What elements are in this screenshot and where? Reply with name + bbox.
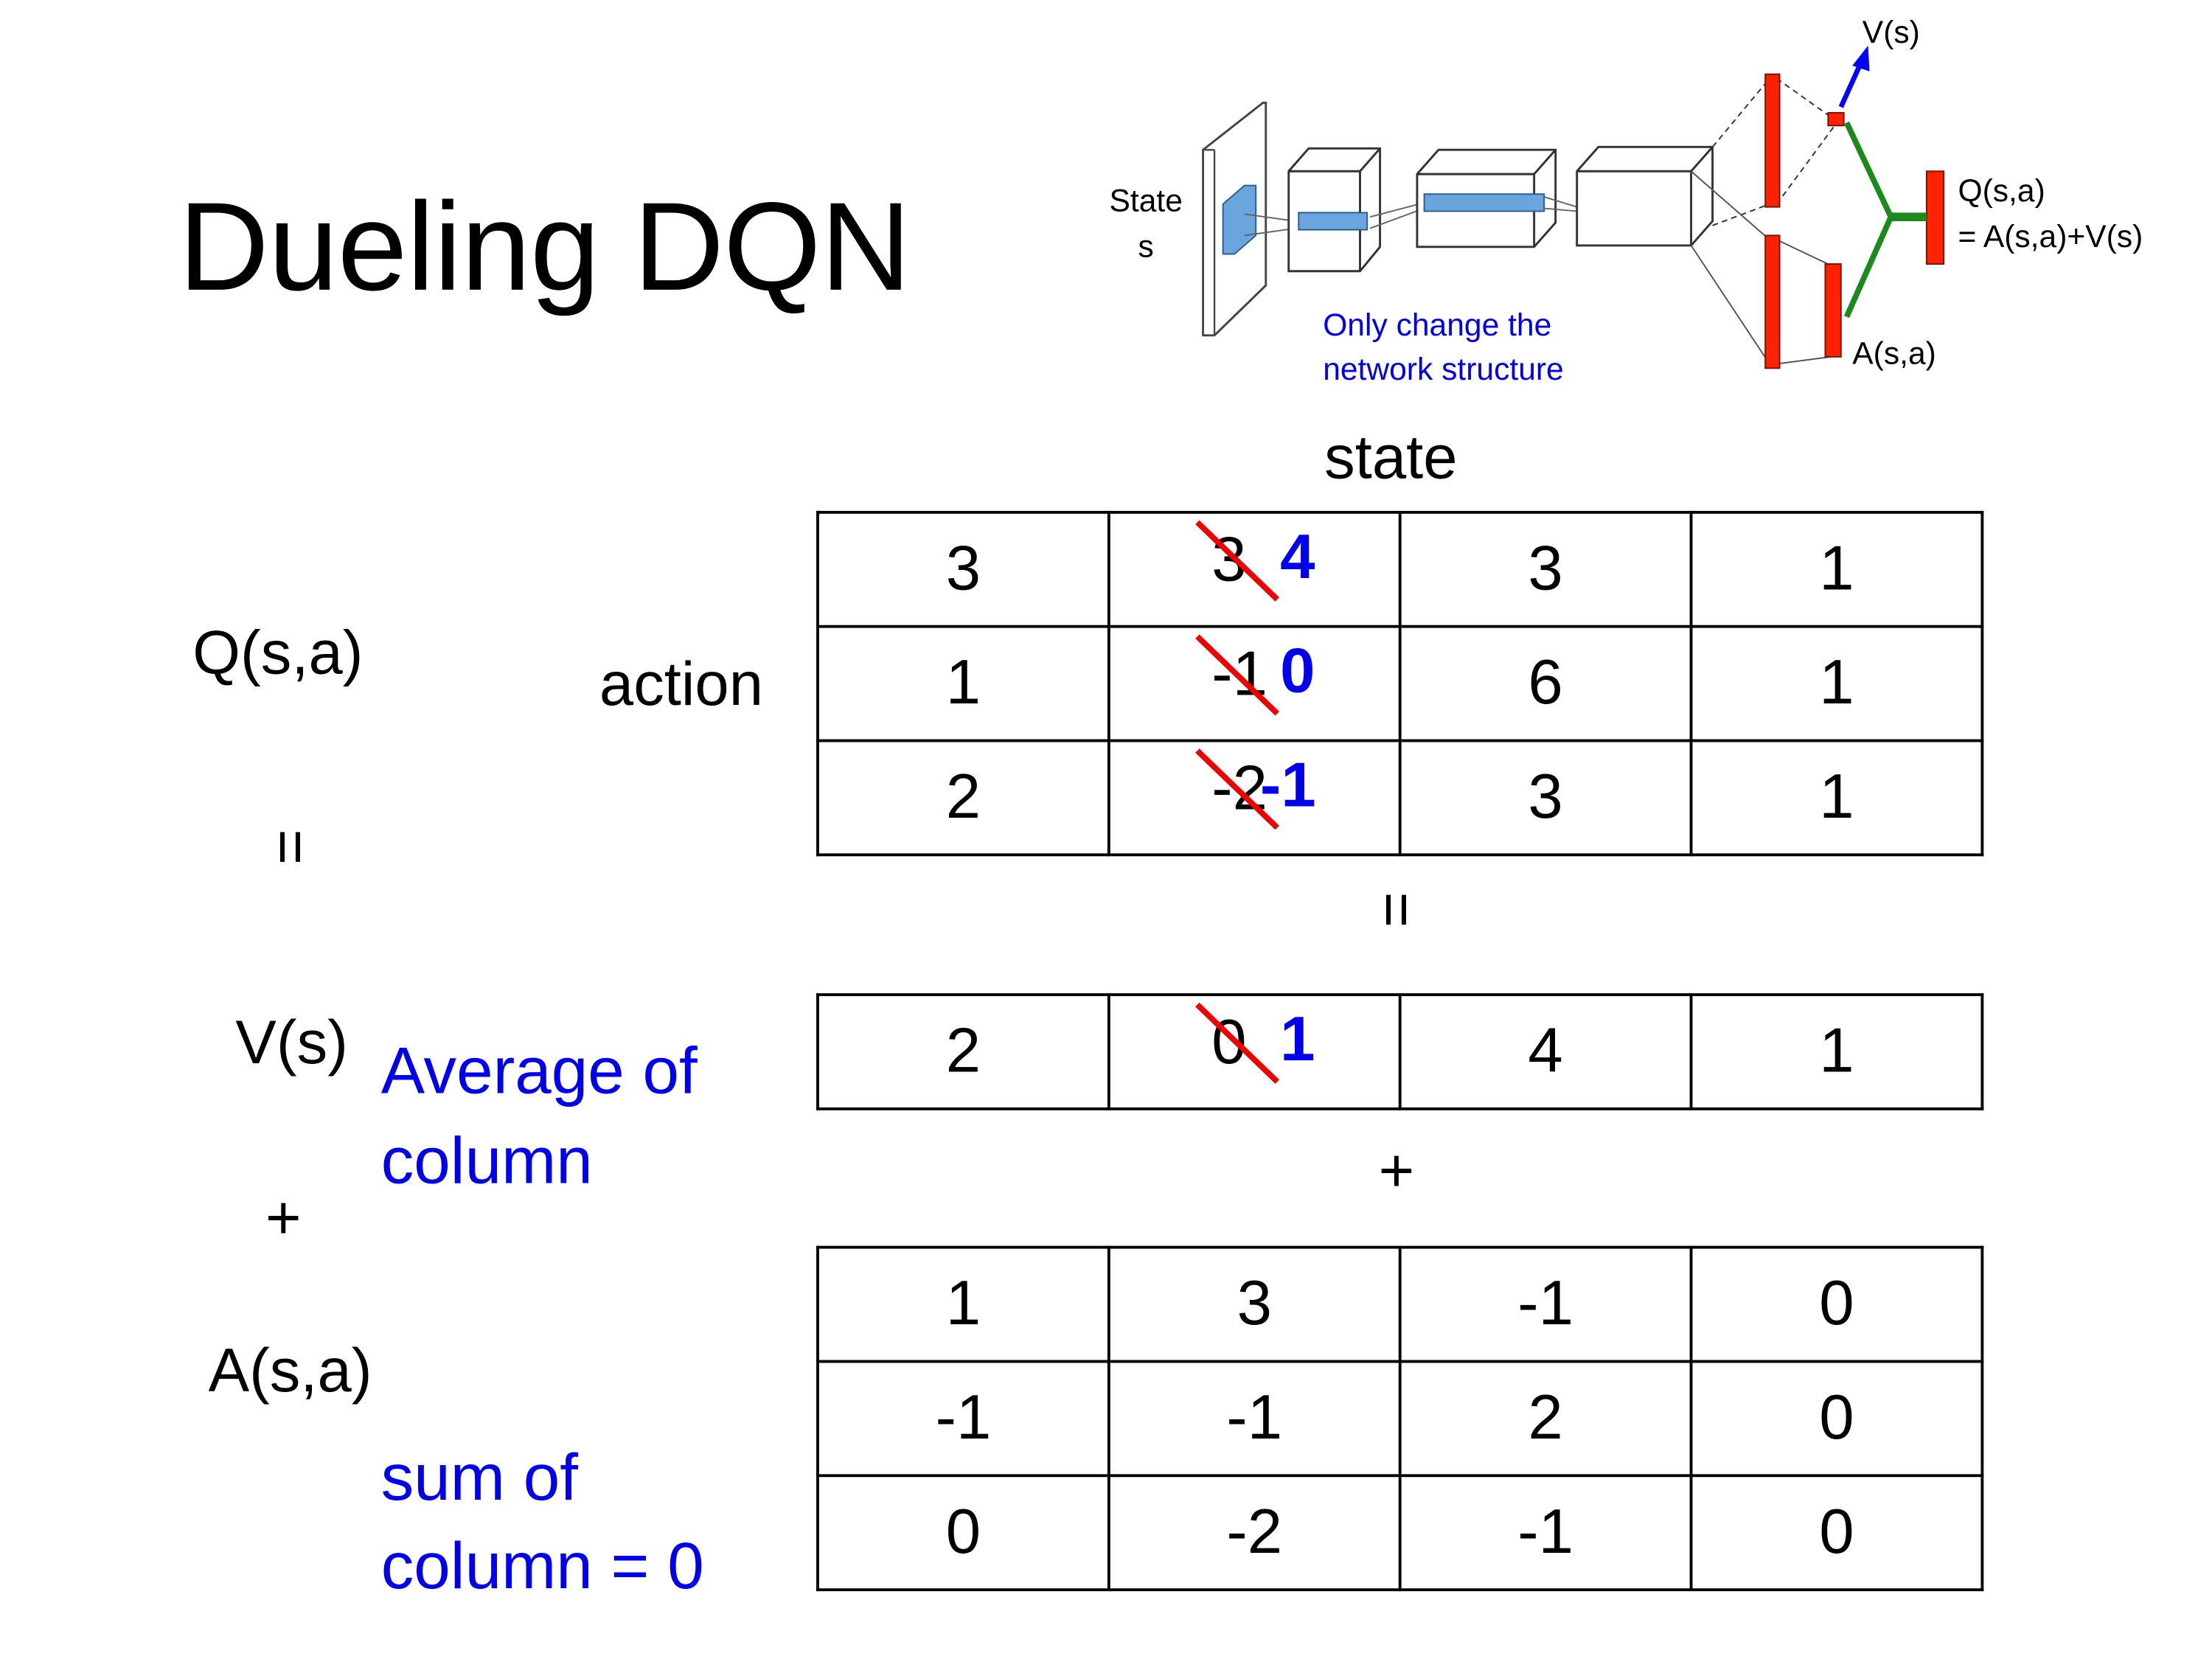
table-cell: 0 bbox=[1689, 1360, 1984, 1478]
conv-layer-3 bbox=[1576, 145, 1714, 247]
new-value: -1 bbox=[1260, 750, 1316, 820]
table-cell: 2 bbox=[1398, 1360, 1693, 1478]
table-cell: 1 bbox=[1689, 510, 1984, 628]
table-cell: 2 bbox=[816, 993, 1110, 1110]
table-cell: -2-1 bbox=[1107, 739, 1402, 857]
table-cell: 6 bbox=[1398, 625, 1693, 742]
merge-lines bbox=[1843, 121, 1927, 319]
strikethrough-mark bbox=[1195, 633, 1279, 715]
diagram-note-line2: network structure bbox=[1323, 352, 1564, 387]
diagram-v-label: V(s) bbox=[1863, 15, 1920, 50]
table-cell: -10 bbox=[1107, 625, 1402, 742]
equals-sign: = bbox=[1361, 891, 1430, 928]
table-cell: -1 bbox=[1398, 1245, 1693, 1363]
new-value: 4 bbox=[1280, 521, 1315, 592]
plus-sign: + bbox=[265, 1184, 302, 1253]
a-label: A(s,a) bbox=[208, 1337, 372, 1406]
average-note-line1: Average of bbox=[380, 1033, 698, 1107]
table-cell: -1 bbox=[1107, 1360, 1402, 1478]
dueling-network-diagram: State s bbox=[1109, 15, 2143, 387]
table-cell: 3 bbox=[1107, 1245, 1402, 1363]
table-cell: -2 bbox=[1107, 1474, 1402, 1592]
table-row: 2 -2-1 31 bbox=[816, 739, 1984, 857]
sum-note-line2: column = 0 bbox=[380, 1528, 704, 1603]
table-cell: 1 bbox=[1689, 739, 1984, 857]
table-cell: 1 bbox=[1689, 993, 1984, 1110]
table-cell: 4 bbox=[1398, 993, 1693, 1110]
conv-layer-1 bbox=[1287, 147, 1382, 273]
old-value: 0 bbox=[1211, 1006, 1247, 1077]
new-value: 0 bbox=[1280, 636, 1315, 706]
advantage-stream-hidden bbox=[1764, 234, 1781, 369]
average-note-line2: column bbox=[380, 1123, 593, 1197]
table-cell: -1 bbox=[816, 1360, 1110, 1478]
plus-sign: + bbox=[1378, 1137, 1415, 1206]
table-cell: 1 bbox=[816, 1245, 1110, 1363]
strikethrough-mark bbox=[1195, 748, 1279, 830]
value-output bbox=[1827, 111, 1845, 127]
v-label: V(s) bbox=[235, 1009, 348, 1078]
slide-title: Dueling DQN bbox=[178, 175, 911, 317]
table-cell: 3 bbox=[1398, 510, 1693, 628]
corrected-value: -2-1 bbox=[1169, 747, 1340, 832]
sum-note-line1: sum of bbox=[380, 1439, 578, 1514]
table-cell: -1 bbox=[1398, 1474, 1693, 1592]
strikethrough-mark bbox=[1195, 519, 1279, 601]
table-cell: 3 bbox=[816, 510, 1110, 628]
diagram-note-line1: Only change the bbox=[1323, 307, 1551, 343]
table-cell: 1 bbox=[1689, 625, 1984, 742]
diagram-state-symbol: s bbox=[1138, 229, 1154, 264]
table-cell: 3 bbox=[1398, 739, 1693, 857]
equals-sign: = bbox=[255, 829, 324, 866]
table-cell: 1 bbox=[816, 625, 1110, 742]
new-value: 1 bbox=[1280, 1004, 1315, 1074]
arrow-up-icon bbox=[1852, 45, 1870, 72]
q-output bbox=[1925, 170, 1945, 265]
corrected-value: -10 bbox=[1169, 633, 1340, 718]
diagram-a-label: A(s,a) bbox=[1852, 336, 1936, 372]
feature-map-2 bbox=[1423, 193, 1545, 212]
table-cell: 0 bbox=[816, 1474, 1110, 1592]
action-axis-label: action bbox=[599, 650, 763, 720]
conv-kernel bbox=[1222, 184, 1257, 255]
table-cell: 0 bbox=[1689, 1474, 1984, 1592]
q-label: Q(s,a) bbox=[192, 619, 364, 688]
value-stream-hidden bbox=[1764, 73, 1781, 208]
diagram-q-formula: = A(s,a)+V(s) bbox=[1958, 219, 2143, 254]
diagram-q-label: Q(s,a) bbox=[1958, 173, 2045, 209]
table-cell: 2 bbox=[816, 739, 1110, 857]
old-value: 3 bbox=[1211, 524, 1247, 595]
diagram-state-label: State bbox=[1109, 183, 1182, 218]
feature-map-1 bbox=[1298, 212, 1368, 231]
strikethrough-mark bbox=[1195, 1001, 1279, 1083]
state-axis-label: state bbox=[1324, 423, 1458, 493]
table-cell: 0 bbox=[1689, 1245, 1984, 1363]
advantage-output bbox=[1824, 263, 1842, 358]
